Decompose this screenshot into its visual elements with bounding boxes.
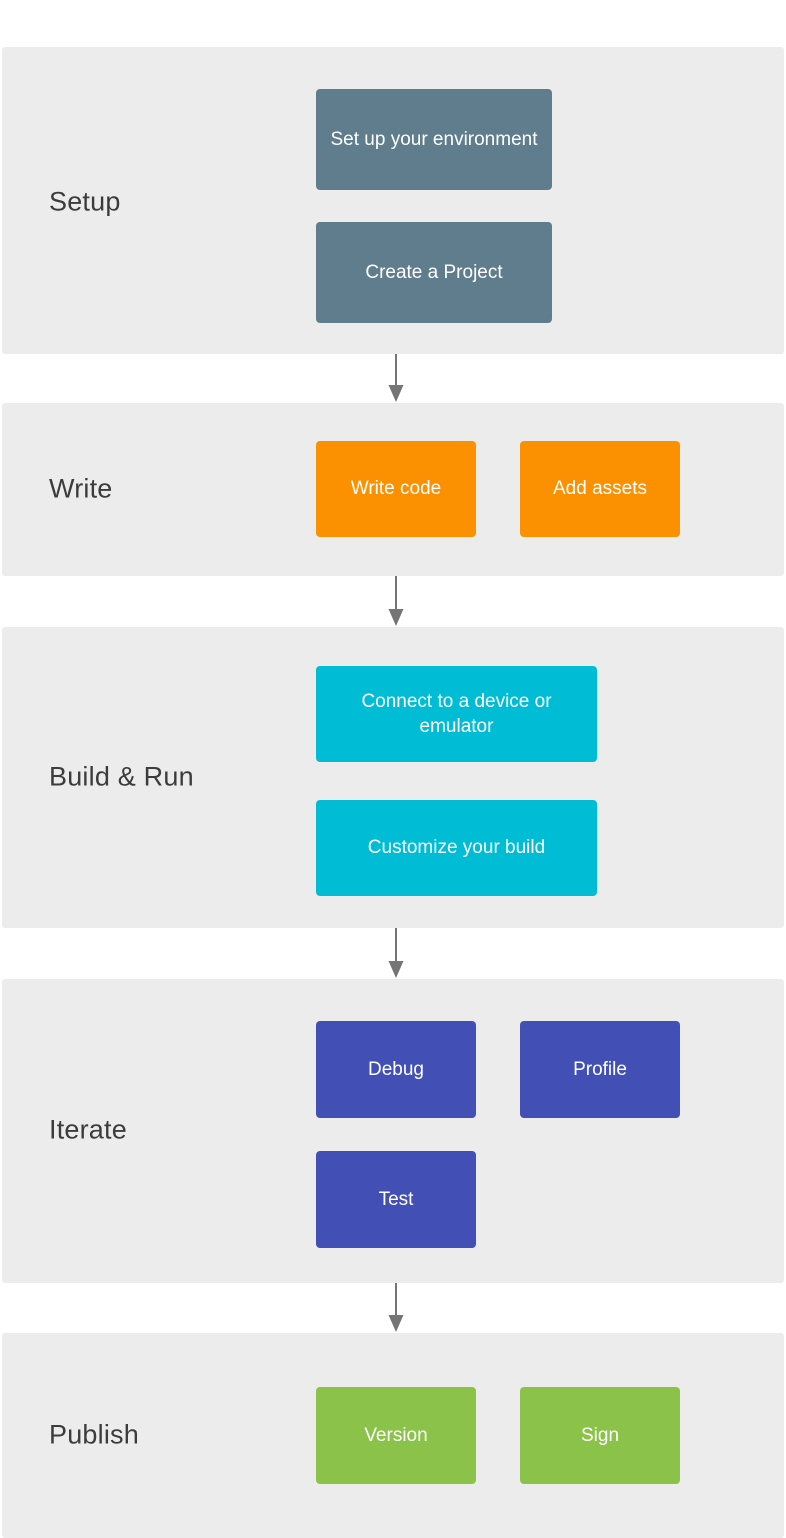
stage-label-write: Write bbox=[49, 473, 113, 504]
connector-setup-to-write bbox=[381, 354, 411, 403]
task-box-create-a-project[interactable]: Create a Project bbox=[316, 222, 552, 323]
stage-label-iterate: Iterate bbox=[49, 1114, 127, 1145]
stage-label-build-and-run: Build & Run bbox=[49, 761, 194, 792]
task-box-sign[interactable]: Sign bbox=[520, 1387, 680, 1484]
arrow-down-icon bbox=[388, 1283, 404, 1332]
arrow-down-icon bbox=[388, 354, 404, 402]
task-box-debug[interactable]: Debug bbox=[316, 1021, 476, 1118]
task-box-version[interactable]: Version bbox=[316, 1387, 476, 1484]
stage-label-publish: Publish bbox=[49, 1419, 139, 1450]
task-box-profile[interactable]: Profile bbox=[520, 1021, 680, 1118]
connector-build-and-run-to-iterate bbox=[381, 928, 411, 979]
arrow-down-icon bbox=[388, 576, 404, 626]
task-box-test[interactable]: Test bbox=[316, 1151, 476, 1248]
task-box-write-code[interactable]: Write code bbox=[316, 441, 476, 537]
task-box-connect-to-a-device-or-emulator[interactable]: Connect to a device or emulator bbox=[316, 666, 597, 762]
task-box-customize-your-build[interactable]: Customize your build bbox=[316, 800, 597, 896]
connector-iterate-to-publish bbox=[381, 1283, 411, 1333]
task-box-add-assets[interactable]: Add assets bbox=[520, 441, 680, 537]
arrow-down-icon bbox=[388, 928, 404, 978]
task-box-set-up-your-environment[interactable]: Set up your environment bbox=[316, 89, 552, 190]
stage-label-setup: Setup bbox=[49, 186, 121, 217]
connector-write-to-build-and-run bbox=[381, 576, 411, 627]
